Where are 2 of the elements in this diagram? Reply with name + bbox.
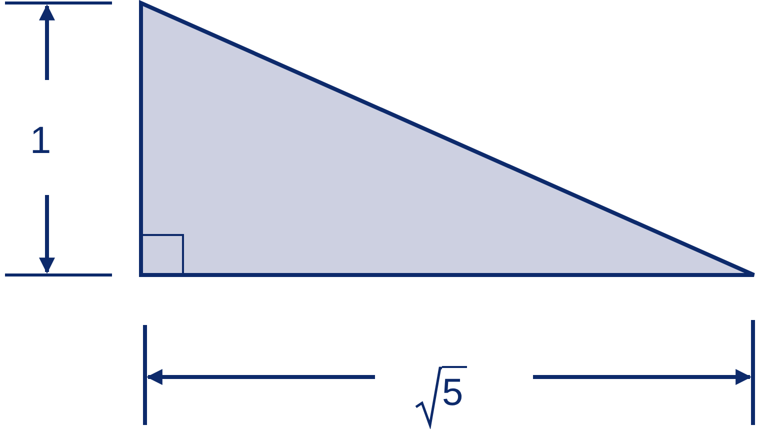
dimension-label: 1 bbox=[30, 122, 52, 160]
dimension-label: 5 bbox=[414, 365, 468, 429]
